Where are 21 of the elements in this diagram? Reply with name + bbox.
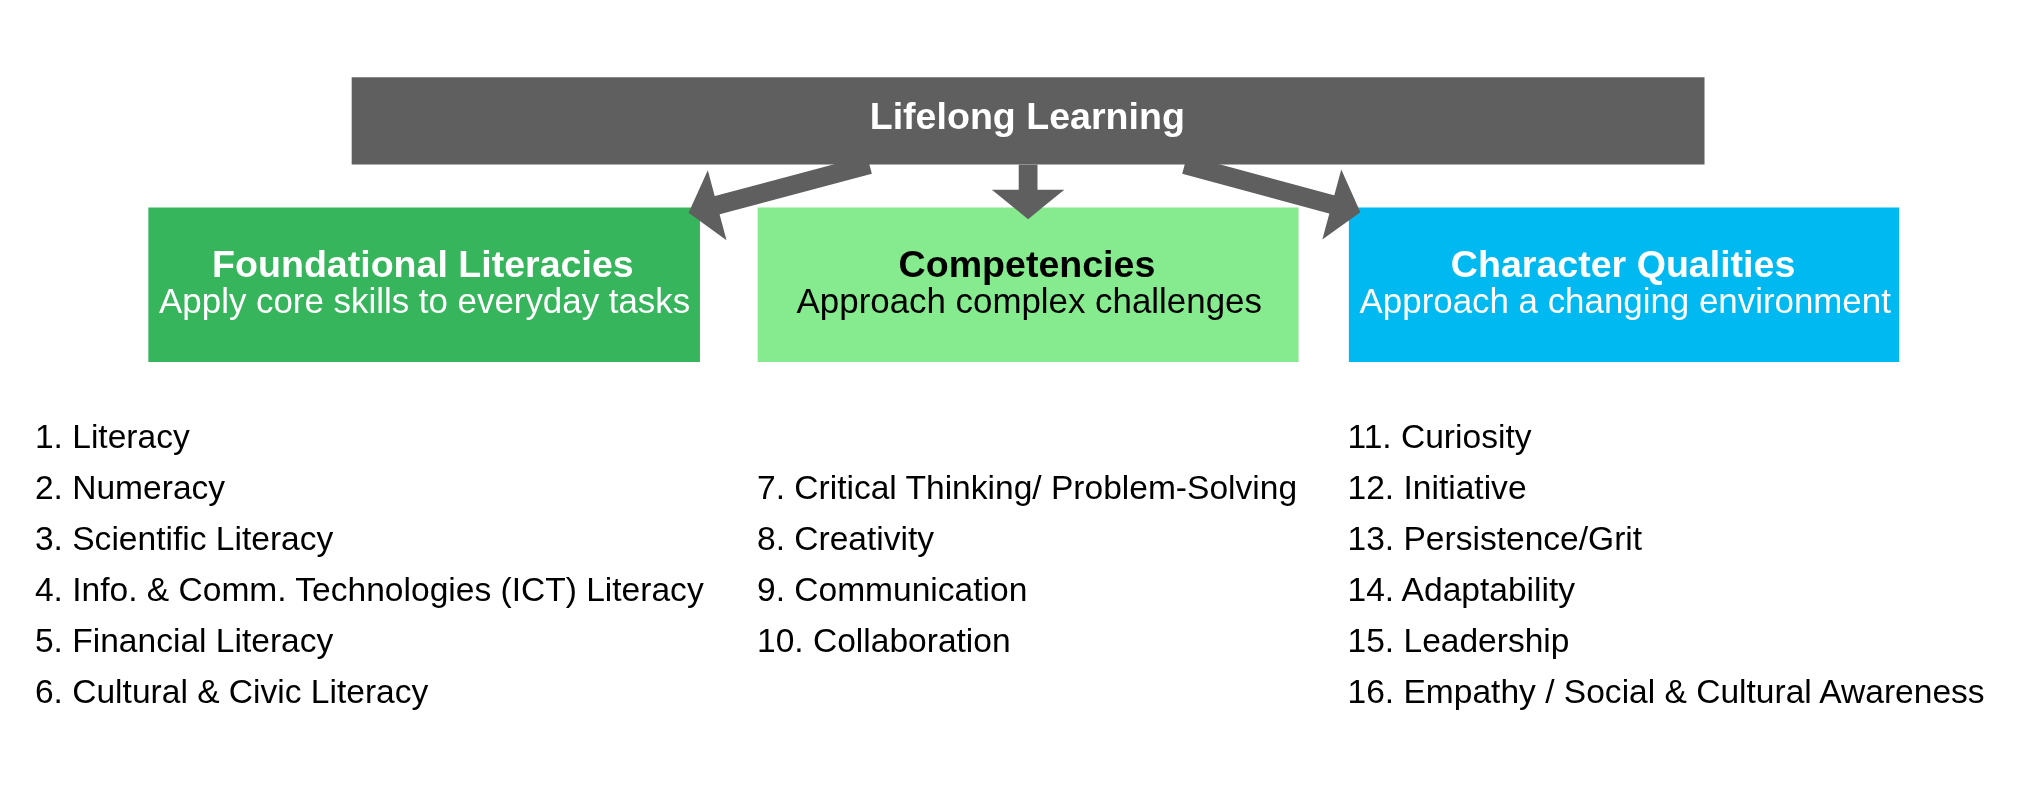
node-label: 11. Curiosity xyxy=(1347,417,1532,455)
node-box: Foundational Literacies Apply core skills to everyday tasks xyxy=(148,207,700,362)
node-label: 2. Numeracy xyxy=(34,468,226,506)
arrow xyxy=(991,164,1065,219)
node-label: 9. Communication xyxy=(757,570,1028,608)
node-label: 3. Scientific Literacy xyxy=(34,519,334,557)
node-box: Character Qualities Approach a changing environment xyxy=(1348,207,1900,362)
node-box: Lifelong Learning xyxy=(351,76,1705,165)
node-label: 10. Collaboration xyxy=(757,621,1011,659)
node-box: Competencies Approach complex challenges xyxy=(757,207,1299,362)
node-label: 4. Info. & Comm. Technologies (ICT) Literacy xyxy=(34,570,704,608)
node-label: 5. Financial Literacy xyxy=(34,621,334,659)
node-label: 12. Initiative xyxy=(1347,468,1527,506)
node-label: 6. Cultural & Civic Literacy xyxy=(34,672,429,710)
node-label: 14. Adaptability xyxy=(1347,570,1576,608)
node-label: 7. Critical Thinking/ Problem-Solving xyxy=(757,468,1298,506)
node-label: 8. Creativity xyxy=(757,519,935,557)
node-label: 13. Persistence/Grit xyxy=(1347,519,1643,557)
node-label: 16. Empathy / Social & Cultural Awareness xyxy=(1347,672,1985,710)
node-label: 15. Leadership xyxy=(1347,621,1570,659)
node-label: 1. Literacy xyxy=(34,417,190,455)
